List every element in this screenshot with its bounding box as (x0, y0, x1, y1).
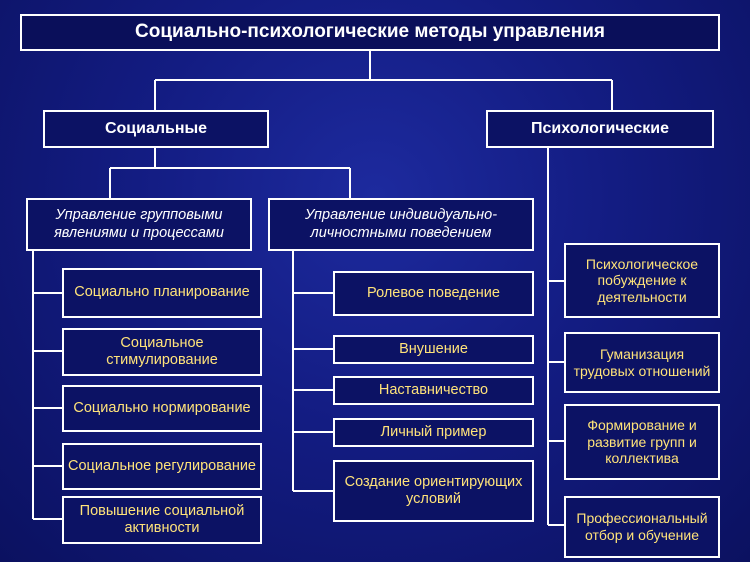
group-management-box: Управление групповыми явлениями и процес… (26, 198, 252, 251)
group-item: Социально планирование (62, 268, 262, 318)
individual-item: Наставничество (333, 376, 534, 405)
individual-item: Ролевое поведение (333, 271, 534, 316)
individual-item: Личный пример (333, 418, 534, 447)
psychological-category: Психологические (486, 110, 714, 148)
psychological-item: Психологическое побуждение к деятельност… (564, 243, 720, 318)
individual-item: Создание ориентирующих условий (333, 460, 534, 522)
individual-item: Внушение (333, 335, 534, 364)
psychological-item: Формирование и развитие групп и коллекти… (564, 404, 720, 480)
individual-management-box: Управление индивидуально-личностными пов… (268, 198, 534, 251)
group-item: Социальное регулирование (62, 443, 262, 490)
group-item: Социально нормирование (62, 385, 262, 432)
group-item: Социальное стимулирование (62, 328, 262, 376)
diagram-title: Социально-психологические методы управле… (20, 14, 720, 51)
group-item: Повышение социальной активности (62, 496, 262, 544)
psychological-item: Профессиональный отбор и обучение (564, 496, 720, 558)
psychological-item: Гуманизация трудовых отношений (564, 332, 720, 393)
social-category: Социальные (43, 110, 269, 148)
